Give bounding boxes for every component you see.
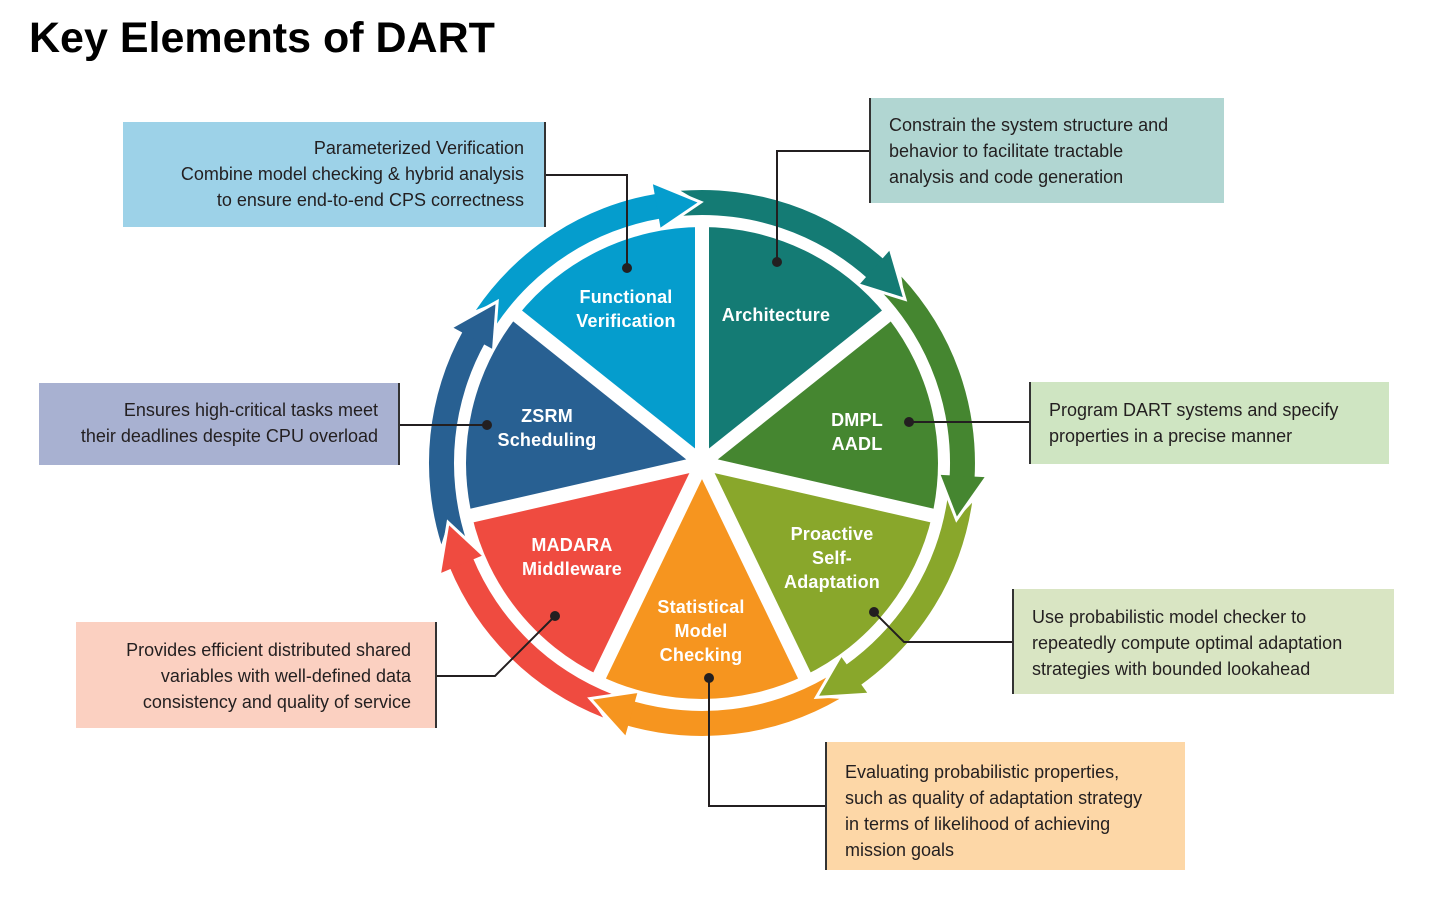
connector-dot-functional-verification [622,263,632,273]
wedge-functional-verification[interactable] [517,227,703,463]
label-line: MADARA [531,535,613,555]
callout-line: Ensures high-critical tasks meet [123,400,378,420]
cycle-arrowheads [441,184,985,736]
label-line: Self- [811,548,852,568]
wedge-statistical-model-checking[interactable] [599,463,805,699]
wedges [465,227,939,699]
label-madara-middleware: MADARA Middleware [522,533,622,581]
cycle-arrow-dmpl-aadl [883,276,975,479]
wedge-separator [697,305,898,469]
cycle-arrow-zsrm-scheduling [428,330,486,545]
wedge-separator [700,456,942,525]
label-line: AADL [831,434,883,454]
wedge-separator [695,459,815,686]
callout-statistical-model-checking: Evaluating probabilistic properties, suc… [825,742,1185,870]
arrowhead-icon [819,657,868,696]
callout-line: behavior to facilitate tractable [889,141,1124,161]
connector-statistical-model-checking [708,678,826,807]
connector-dot-madara-middleware [550,611,560,621]
label-zsrm-scheduling: ZSRM Scheduling [497,404,596,452]
callout-line: such as quality of adaptation strategy [845,788,1143,808]
label-proactive-self-adaptation: Proactive Self- Adaptation [784,522,880,594]
connector-dot-architecture [772,257,782,267]
callout-line: in terms of likelihood of achieving [845,814,1111,834]
connector-dot-proactive-self-adaptation [869,607,879,617]
arrowhead-icon [593,693,638,736]
connector-architecture [776,150,870,262]
connector-proactive-self-adaptation [873,611,1013,643]
cycle-arrow-functional-verification [475,193,662,325]
label-architecture: Architecture [722,303,830,327]
callout-line: strategies with bounded lookahead [1032,659,1311,679]
callout-line: to ensure end-to-end CPS correctness [216,190,524,210]
callout-line: Combine model checking & hybrid analysis [180,164,524,184]
callout-line: Provides efficient distributed shared [126,640,411,660]
arrowhead-icon [441,525,482,573]
page-title: Key Elements of DART [29,14,495,62]
callout-line: Evaluating probabilistic properties, [845,762,1120,782]
wedge-madara-middleware[interactable] [471,463,702,676]
wedge-architecture[interactable] [702,227,887,463]
callout-line: mission goals [845,840,955,860]
connector-dot-zsrm-scheduling [482,420,492,430]
label-line: Adaptation [784,572,880,592]
callout-line: properties in a precise manner [1049,426,1293,446]
callout-line: their deadlines despite CPU overload [80,426,378,446]
label-line: ZSRM [521,406,573,426]
cycle-arrow-bodies [428,189,975,736]
wedge-separators [462,219,942,686]
connector-dot-dmpl-aadl [904,417,914,427]
label-line: Functional [579,287,673,307]
cycle-arrow-madara-middleware [449,557,613,718]
connectors [399,150,1030,807]
wedge-zsrm-scheduling[interactable] [465,315,702,516]
cycle-arrow-proactive-self-adaptation [845,499,973,686]
arrowhead-icon [652,184,698,228]
callout-proactive-self-adaptation: Use probabilistic model checker to repea… [1012,589,1394,694]
label-line: Verification [576,311,676,331]
callout-architecture: Constrain the system structure and behav… [869,98,1224,203]
wedge-proactive-self-adaptation[interactable] [702,463,933,676]
callout-line: Program DART systems and specify [1049,400,1339,420]
callout-line: Parameterized Verification [313,138,524,158]
callout-zsrm-scheduling: Ensures high-critical tasks meet their d… [39,383,400,465]
arrowhead-icon [453,304,496,349]
label-line: Statistical [657,597,745,617]
cycle-arrow-architecture [680,189,885,279]
wedge-separator [462,456,704,525]
wedge-separator [506,305,707,469]
connector-dot-statistical-model-checking [704,673,714,683]
label-statistical-model-checking: Statistical Model Checking [657,595,744,667]
label-line: Model [674,621,728,641]
callout-functional-verification: Parameterized Verification Combine model… [123,122,546,227]
label-functional-verification: Functional Verification [576,285,675,333]
callout-line: Constrain the system structure and [889,115,1169,135]
connector-functional-verification [546,174,628,268]
cycle-arrow-statistical-model-checking [625,677,840,736]
label-line: Middleware [521,559,623,579]
connector-madara-middleware [436,615,556,677]
callout-madara-middleware: Provides efficient distributed shared va… [76,622,437,728]
callout-line: repeatedly compute optimal adaptation [1032,633,1343,653]
label-line: Checking [659,645,743,665]
callout-line: consistency and quality of service [142,692,411,712]
callout-line: Use probabilistic model checker to [1032,607,1307,627]
label-dmpl-aadl: DMPL AADL [831,408,883,456]
wedge-separator [589,459,709,686]
label-line: Architecture [721,305,831,325]
callout-dmpl-aadl: Program DART systems and specify propert… [1029,382,1389,464]
callout-line: variables with well-defined data [160,666,411,686]
arrowhead-icon [860,250,903,298]
wedge-dmpl-aadl[interactable] [702,315,939,516]
label-line: Proactive [790,524,874,544]
label-line: DMPL [831,410,883,430]
label-line: Scheduling [497,430,597,450]
callout-line: analysis and code generation [889,167,1124,187]
arrowhead-icon [940,474,985,517]
